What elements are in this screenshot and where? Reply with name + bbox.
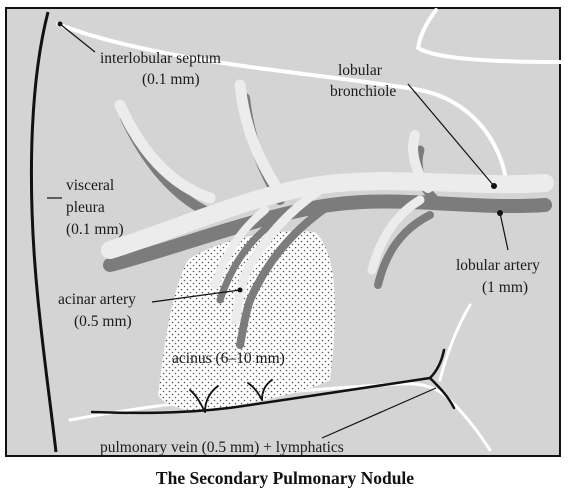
- label-acinus: acinus (6–10 mm): [172, 350, 285, 367]
- label-visceral-pleura-size: (0.1 mm): [66, 221, 124, 238]
- bronchiole-tree: [101, 79, 554, 325]
- visceral-pleura: [29, 11, 58, 453]
- label-lobular-artery: lobular artery: [456, 257, 540, 274]
- label-visceral-pleura: visceral: [66, 177, 114, 194]
- label-acinar-artery: acinar artery: [58, 291, 136, 308]
- leader-lines: [47, 21, 509, 439]
- diagram-caption: The Secondary Pulmonary Nodule: [156, 468, 414, 488]
- label-interlobular-septum-size: (0.1 mm): [142, 71, 200, 88]
- label-acinar-artery-size: (0.5 mm): [74, 313, 132, 330]
- label-pulmonary-vein: pulmonary vein (0.5 mm) + lymphatics: [100, 439, 344, 456]
- label-lobular-bronchiole: lobular: [338, 62, 383, 79]
- label-lobular-artery-size: (1 mm): [482, 279, 528, 296]
- interlobular-septa: [56, 8, 564, 452]
- label-visceral-pleura-2: pleura: [66, 199, 105, 216]
- pulmonary-vein: [90, 348, 456, 415]
- label-lobular-bronchiole-2: bronchiole: [330, 83, 396, 100]
- label-interlobular-septum: interlobular septum: [100, 50, 221, 67]
